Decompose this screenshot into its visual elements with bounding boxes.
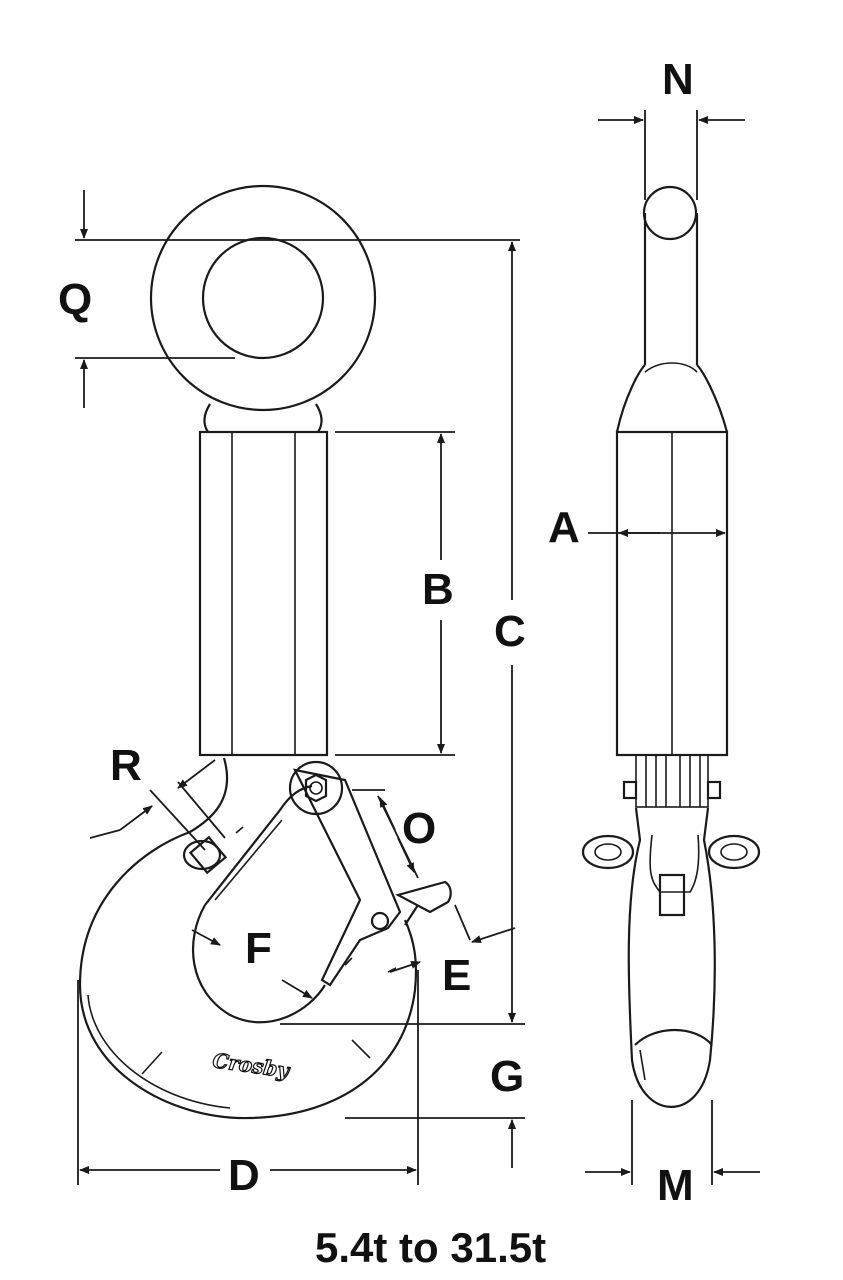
label-b: B [422,565,454,614]
label-e: E [442,951,471,1000]
eye-inner [201,236,325,360]
label-c: C [494,607,526,656]
brand-mark: Crosby [211,1048,292,1083]
label-d: D [228,1151,260,1200]
dimension-lines [75,110,760,1185]
dimension-labels: N Q A B C R O F E G D M [58,55,694,1210]
safety-latch [293,768,402,987]
hook-throat [192,904,326,1024]
hook-bowl [78,757,418,1120]
label-r: R [110,741,142,790]
hook-body [198,430,329,757]
side-view-hook [581,185,761,1108]
label-q: Q [58,275,92,324]
label-a: A [548,503,580,552]
capacity-caption: 5.4t to 31.5t [315,1224,546,1271]
eye-outer [149,184,377,412]
label-n: N [662,55,694,104]
label-f: F [245,924,272,973]
label-m: M [657,1161,694,1210]
label-g: G [490,1052,524,1101]
front-view-hook: Crosby [78,184,452,1120]
side-hook-shank [627,807,716,1108]
label-o: O [402,804,436,853]
